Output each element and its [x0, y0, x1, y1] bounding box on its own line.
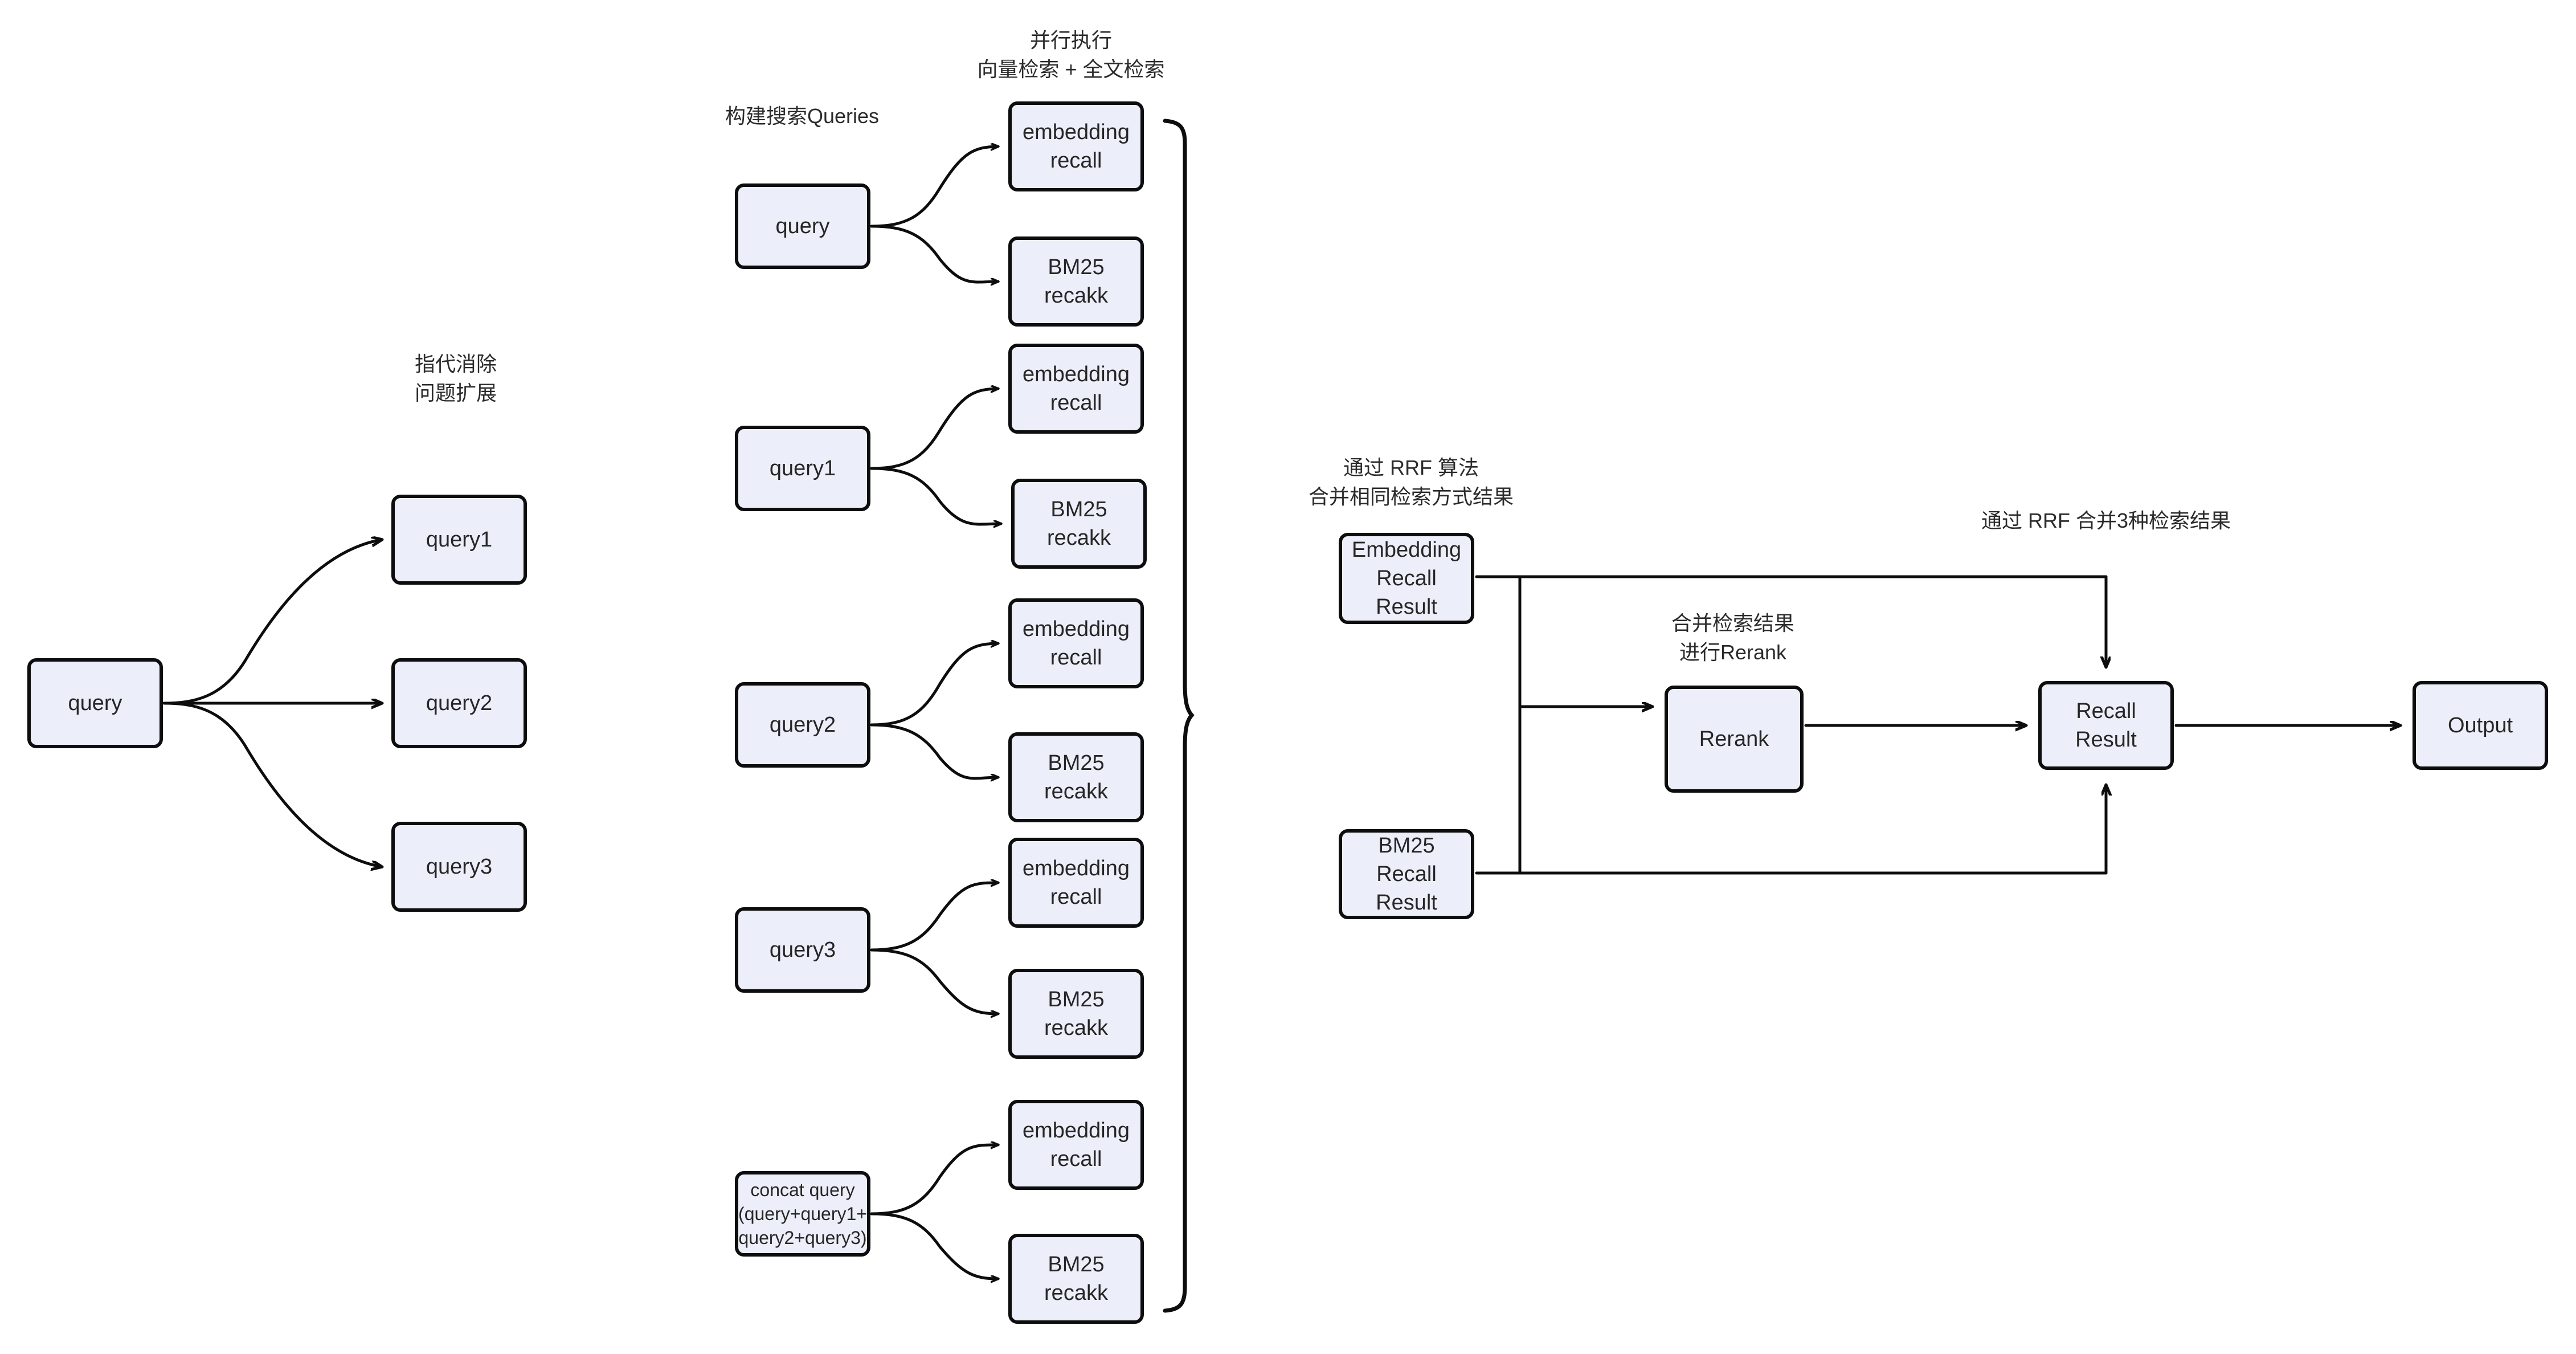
node-bm25-recall-4[interactable]: BM25 recakk [1008, 969, 1144, 1059]
edge-q-query1-to-bm25-2 [870, 467, 1001, 524]
node-bm25-recall-2[interactable]: BM25 recakk [1011, 479, 1147, 569]
node-q-query1[interactable]: query1 [735, 426, 870, 511]
node-bm25-recall-1[interactable]: BM25 recakk [1008, 236, 1144, 327]
edge-q-concat-to-emb5 [870, 1145, 998, 1216]
node-q-concat[interactable]: concat query (query+query1+ query2+query… [735, 1171, 870, 1257]
node-q-query2[interactable]: query2 [735, 682, 870, 768]
node-q-query3[interactable]: query3 [735, 907, 870, 993]
node-embedding-recall-result[interactable]: Embedding Recall Result [1339, 533, 1474, 624]
edge-query-to-query3 [162, 702, 382, 867]
note-merge-rerank: 合并检索结果 进行Rerank [1671, 611, 1795, 664]
edge-q-query1-to-emb2 [870, 389, 998, 470]
node-emb-recall-3[interactable]: embedding recall [1008, 598, 1144, 688]
edge-query-to-query1 [162, 540, 382, 705]
note-rrf-merge-same: 通过 RRF 算法 合并相同检索方式结果 [1308, 456, 1514, 509]
edge-q-concat-to-bm25-5 [870, 1212, 998, 1279]
node-bm25-recall-result[interactable]: BM25 Recall Result [1339, 829, 1474, 919]
node-bm25-recall-5[interactable]: BM25 recakk [1008, 1234, 1144, 1324]
note-build-queries: 构建搜索Queries [725, 104, 880, 128]
edge-q-query2-to-bm25-3 [870, 723, 998, 778]
node-bm25-recall-3[interactable]: BM25 recakk [1008, 732, 1144, 822]
note-rewrite: 指代消除 问题扩展 [414, 352, 497, 405]
group-brace-icon [1163, 119, 1195, 1313]
edge-q-query-to-bm25-1 [870, 225, 998, 282]
note-rrf-merge-three: 通过 RRF 合并3种检索结果 [1981, 509, 2231, 532]
edge-q-query3-to-bm25-4 [870, 948, 998, 1014]
edge-q-query-to-emb1 [870, 146, 998, 228]
node-emb-recall-2[interactable]: embedding recall [1008, 344, 1144, 434]
node-query3[interactable]: query3 [391, 822, 527, 912]
node-query1[interactable]: query1 [391, 495, 527, 585]
note-parallel-exec: 并行执行 向量检索 + 全文检索 [977, 28, 1165, 81]
node-recall-result[interactable]: Recall Result [2038, 681, 2174, 770]
node-emb-recall-1[interactable]: embedding recall [1008, 101, 1144, 191]
edge-bm25result-to-bus [1475, 785, 2106, 875]
node-q-query[interactable]: query [735, 183, 870, 269]
node-emb-recall-5[interactable]: embedding recall [1008, 1100, 1144, 1190]
edge-q-query2-to-emb3 [870, 643, 998, 727]
node-emb-recall-4[interactable]: embedding recall [1008, 838, 1144, 928]
node-query-source[interactable]: query [27, 658, 163, 748]
node-query2[interactable]: query2 [391, 658, 527, 748]
node-rerank[interactable]: Rerank [1665, 686, 1804, 793]
node-output[interactable]: Output [2413, 681, 2548, 770]
edge-q-query3-to-emb4 [870, 883, 998, 952]
